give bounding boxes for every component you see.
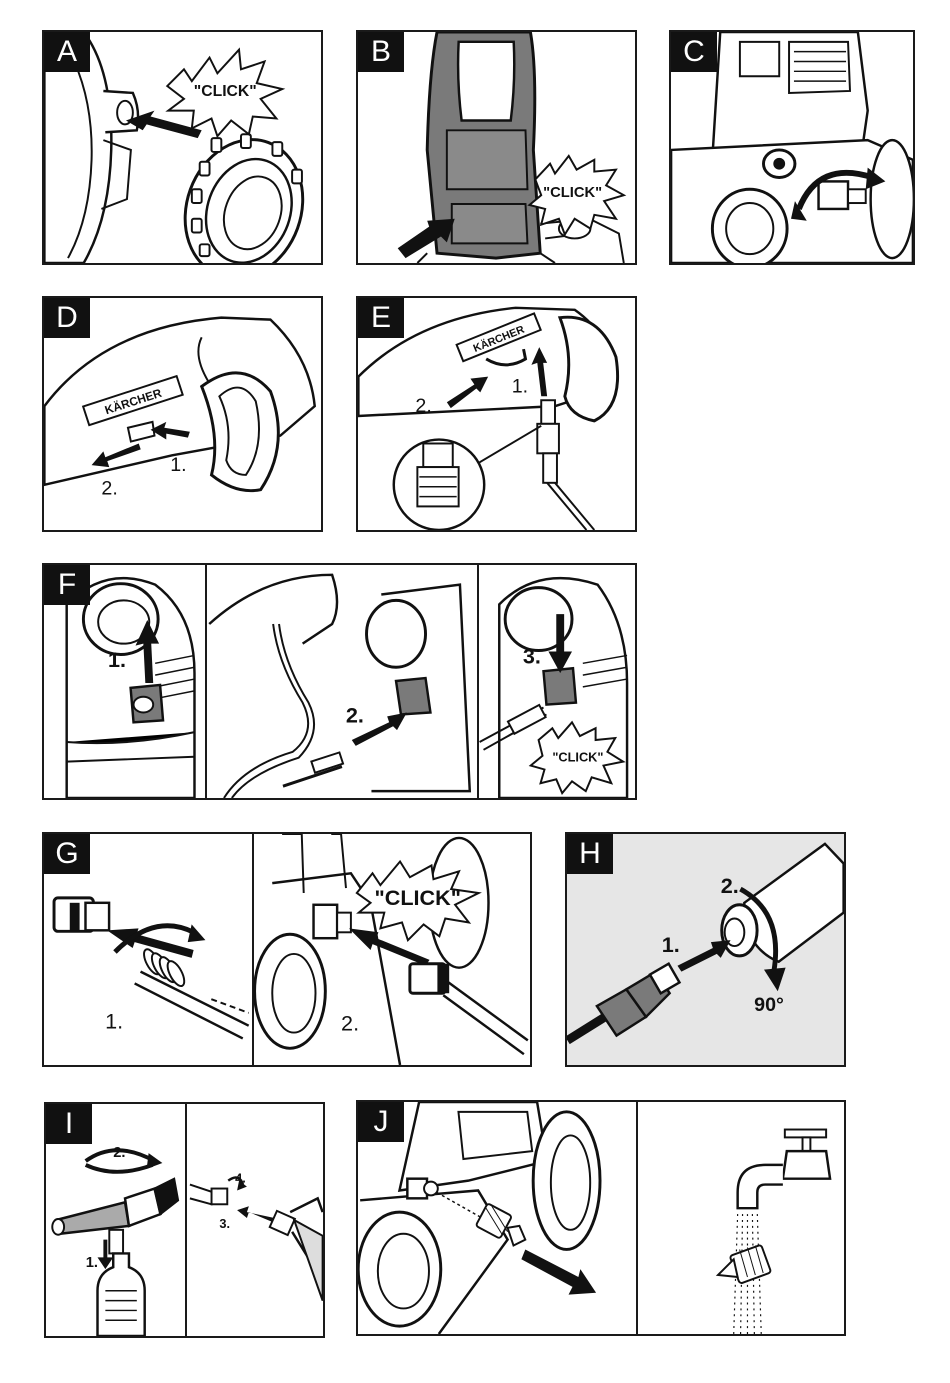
panel-a: A "CLICK" [42,30,323,265]
panel-i-step1: 1. [86,1255,98,1271]
panel-i-step4: 4. [235,1171,246,1186]
panel-a-letter: A [44,32,90,72]
panel-i-step2: 2. [113,1145,125,1161]
panel-d-step1: 1. [170,454,186,476]
panel-g: G 1. "CLICK" 2. [42,832,532,1067]
panel-e-step1: 1. [512,375,528,397]
panel-h-step1: 1. [662,932,680,957]
panel-a-click-text: "CLICK" [194,83,257,100]
panel-g-step1: 1. [105,1009,123,1034]
panel-b-letter: B [358,32,404,72]
panel-j-letter: J [358,1102,404,1142]
panel-e-step2: 2. [415,395,431,417]
panel-e: E KÄRCHER 2. 1. [356,296,637,532]
panel-h-angle: 90° [754,994,784,1016]
panel-g-illustration: 1. "CLICK" 2. [44,834,530,1065]
panel-h-letter: H [567,834,613,874]
panel-b-click-text: "CLICK" [543,185,602,201]
panel-g-letter: G [44,834,90,874]
panel-j-illustration [358,1102,844,1334]
panel-i: I 2. 1. 4. 3. [44,1102,325,1338]
panel-f-illustration: 1. 2. 3. "CLICK" [44,565,635,798]
panel-b: B "CLICK" [356,30,637,265]
panel-j: J [356,1100,846,1336]
panel-g-step2: 2. [341,1011,359,1036]
panel-f-step2: 2. [346,702,364,727]
panel-i-letter: I [46,1104,92,1144]
panel-c-letter: C [671,32,717,72]
panel-d: D KÄRCHER 1. 2. [42,296,323,532]
panel-h-step2: 2. [721,873,739,898]
panel-f-letter: F [44,565,90,605]
panel-d-step2: 2. [101,478,117,500]
panel-f: F 1. 2. 3. "CLICK" [42,563,637,800]
panel-c: C [669,30,915,265]
panel-f-step1: 1. [108,647,126,672]
panel-h: H 2. 1. 90° [565,832,846,1067]
panel-e-letter: E [358,298,404,338]
panel-d-letter: D [44,298,90,338]
panel-g-click-text: "CLICK" [374,885,461,910]
panel-i-step3: 3. [219,1216,230,1231]
panel-f-step3: 3. [523,643,541,668]
panel-f-click-text: "CLICK" [552,750,603,765]
